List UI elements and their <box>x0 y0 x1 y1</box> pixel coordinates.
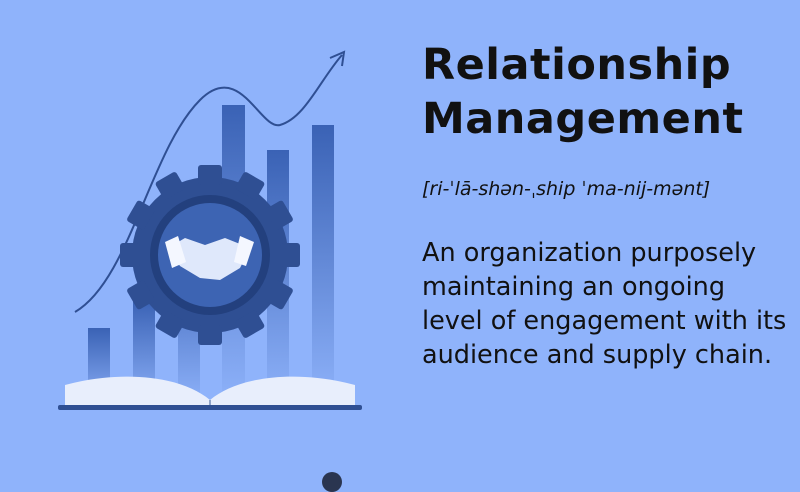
pronunciation: [ri-ˈlā-shən-ˌship ˈma-nij-mənt] <box>422 178 711 200</box>
title-line-2: Management <box>422 94 744 144</box>
logo-icon <box>322 472 342 492</box>
relationship-illustration <box>58 50 362 410</box>
title-line-1: Relationship <box>422 40 732 90</box>
page-title: Relationship Management <box>422 38 744 146</box>
trend-arrow-icon <box>74 50 346 313</box>
open-book-icon <box>58 376 362 410</box>
definition: An organization purposely maintaining an… <box>422 238 787 370</box>
handshake-icon <box>165 236 254 280</box>
